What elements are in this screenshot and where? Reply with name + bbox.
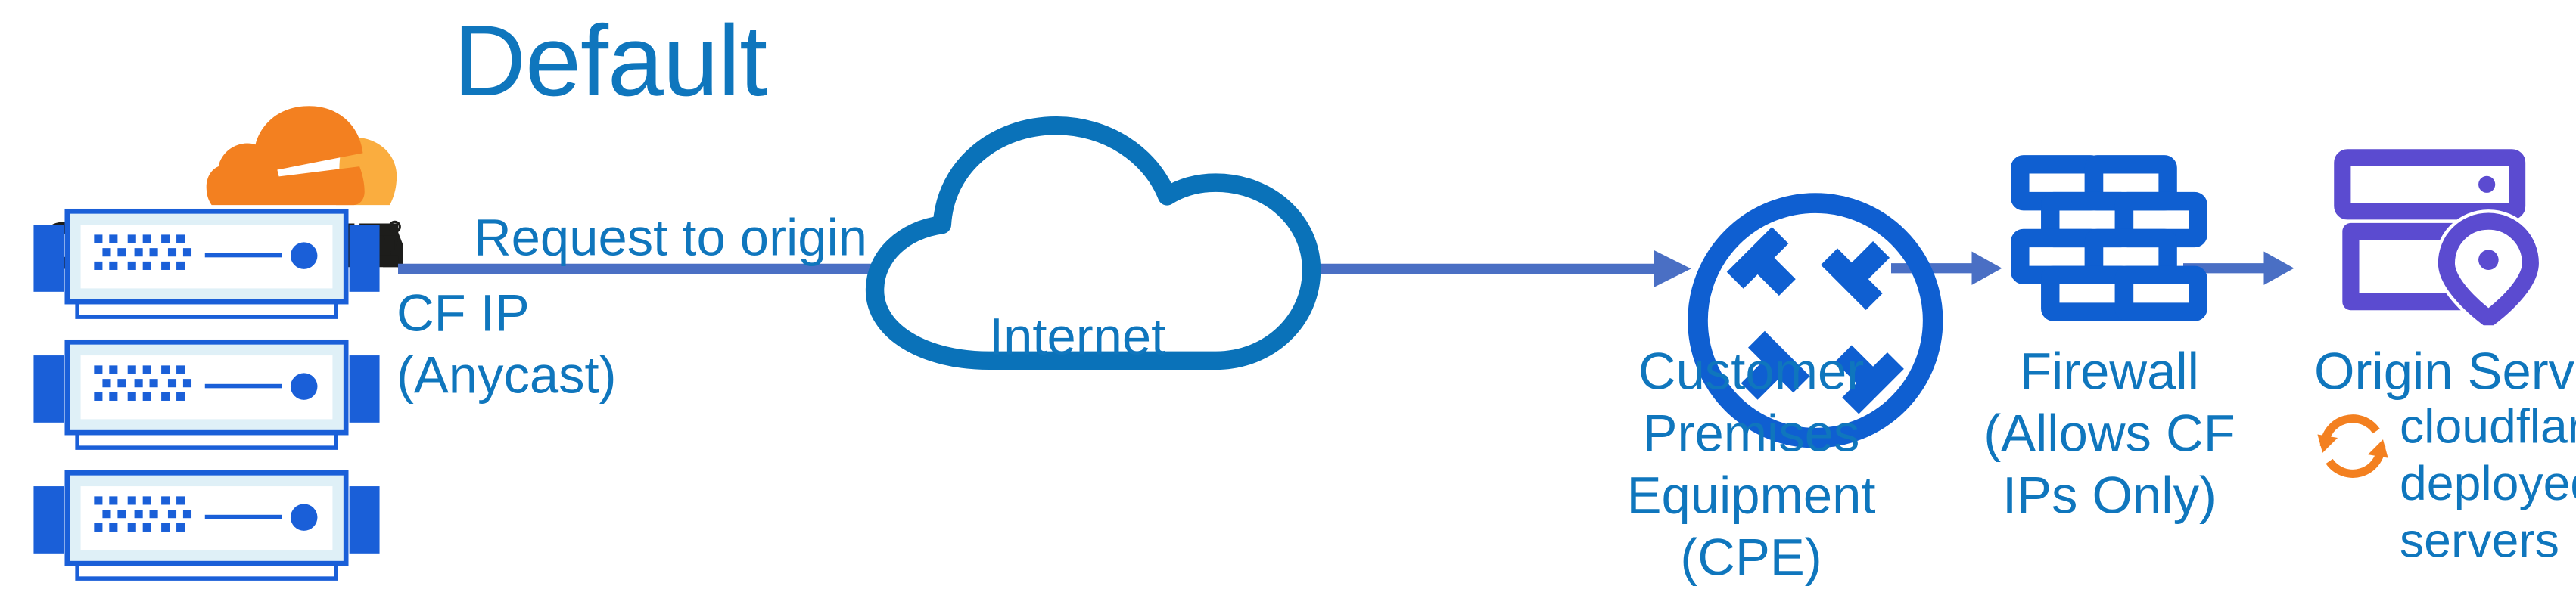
cloud-icon [865,116,1321,371]
cpe-label: Customer Premises Equipment (CPE) [1626,342,1876,588]
cloudflare-server-unit [30,463,383,587]
brick-wall-icon [2011,155,2207,321]
server-location-icon [2334,149,2543,326]
cf-ip-label: CF IP (Anycast) [396,284,617,405]
page-title: Default [453,5,767,118]
cloudflare-server-unit [30,201,383,325]
cloudflare-cloud-logo-icon [206,105,397,205]
connector-label-request-to-origin: Request to origin [473,208,867,267]
firewall-label: Firewall (Allows CF IPs Only) [1983,342,2235,526]
sync-arrows-icon [2317,414,2388,479]
internet-label: Internet [989,307,1166,366]
cloudflared-note-label: cloudflared deployed on servers [2400,401,2576,569]
connector-cpe-to-firewall [1890,251,2002,286]
router-icon [1688,193,1943,448]
origin-server-label: Origin Server(s) [2313,342,2576,402]
cloudflare-server-unit [30,332,383,456]
